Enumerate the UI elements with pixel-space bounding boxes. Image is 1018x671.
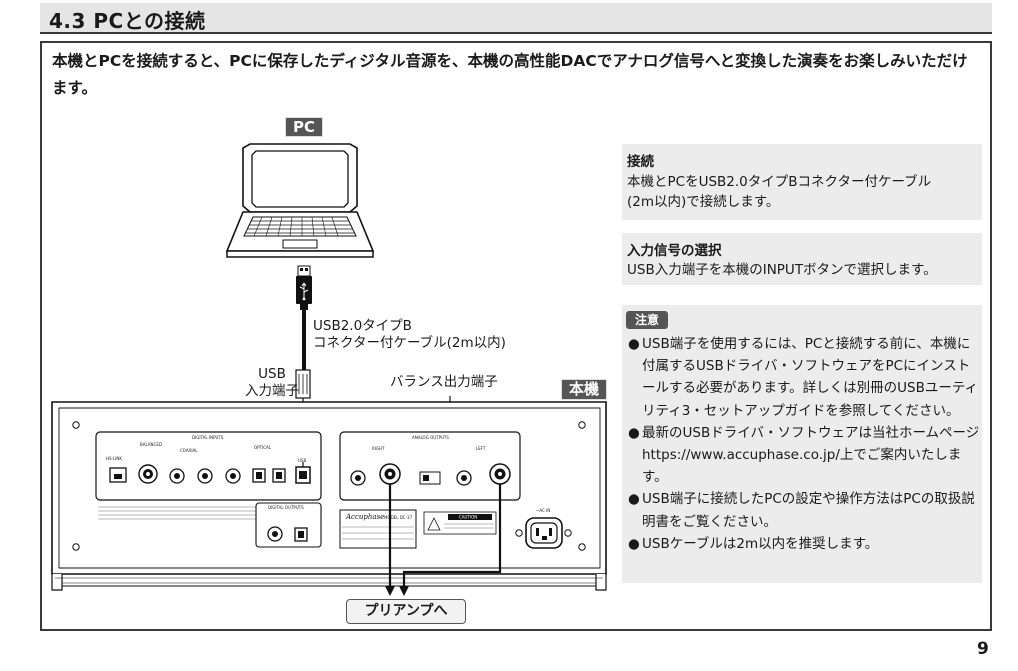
content-frame — [40, 41, 992, 631]
svg-text:BALANCED: BALANCED — [140, 442, 162, 447]
page-number: 9 — [977, 639, 989, 659]
notes-list: ●USB端子を使用するには、PCと接続する前に、本機に付属するUSBドライバ・ソ… — [628, 333, 980, 555]
note-item: ●USB端子に接続したPCの設定や操作方法はPCの取扱説明書をご覧ください。 — [628, 491, 975, 530]
cable-label: USB2.0タイプB コネクター付ケーブル(2m以内) — [313, 318, 506, 351]
pc-tag: PC — [285, 117, 323, 137]
input-select-panel: 入力信号の選択 USB入力端子を本機のINPUTボタンで選択します。 — [622, 233, 982, 285]
usb-port-label: USB 入力端子 — [245, 366, 299, 399]
analog-outputs-label: ANALOG OUTPUTS — [412, 435, 449, 440]
note-item: ●USBケーブルは2m以内を推奨します。 — [628, 535, 879, 552]
svg-text:LEFT: LEFT — [476, 446, 486, 451]
notes-panel — [622, 305, 982, 583]
intro-text: 本機とPCを接続すると、PCに保存したディジタル音源を、本機の高性能DACでアナ… — [52, 52, 968, 97]
input-select-text: USB入力端子を本機のINPUTボタンで選択します。 — [627, 262, 937, 278]
note-item: ●USB端子を使用するには、PCと接続する前に、本機に付属するUSBドライバ・ソ… — [628, 336, 979, 419]
usb-b-plug-illustration — [295, 369, 311, 399]
note-item: ●最新のUSBドライバ・ソフトウェアは当社ホームページ https://www.… — [628, 424, 980, 486]
svg-text:COAXIAL: COAXIAL — [180, 448, 198, 453]
section-header: 4.3 PCとの接続 — [40, 3, 992, 34]
section-title: 4.3 PCとの接続 — [49, 9, 206, 33]
input-select-heading: 入力信号の選択 — [627, 243, 722, 259]
digital-outputs-label: DIGITAL OUTPUTS — [268, 505, 304, 510]
connection-panel: 接続 本機とPCをUSB2.0タイプBコネクター付ケーブル (2m以内)で接続し… — [622, 144, 982, 220]
preamp-label: プリアンプへ — [346, 599, 466, 624]
svg-text:~AC IN: ~AC IN — [536, 508, 550, 513]
laptop-illustration — [225, 143, 375, 258]
rear-panel-illustration: DIGITAL INPUTS BALANCED COAXIAL OPTICAL … — [51, 401, 607, 591]
connection-text: 本機とPCをUSB2.0タイプBコネクター付ケーブル (2m以内)で接続します。 — [627, 174, 932, 210]
caution-tag: 注意 — [626, 311, 668, 329]
svg-text:HS-LINK: HS-LINK — [106, 456, 122, 461]
usb-plug-illustration — [296, 265, 312, 310]
unit-tag: 本機 — [561, 379, 607, 400]
svg-text:Accuphase: Accuphase — [345, 513, 384, 521]
digital-inputs-label: DIGITAL INPUTS — [192, 435, 224, 440]
connection-heading: 接続 — [627, 154, 654, 170]
svg-text:RIGHT: RIGHT — [372, 446, 385, 451]
balanced-output-label: バランス出力端子 — [390, 374, 498, 390]
svg-text:CAUTION: CAUTION — [459, 515, 477, 520]
svg-text:MODEL DC-37: MODEL DC-37 — [384, 515, 413, 520]
svg-text:OPTICAL: OPTICAL — [254, 445, 272, 450]
svg-text:USB: USB — [298, 458, 306, 463]
